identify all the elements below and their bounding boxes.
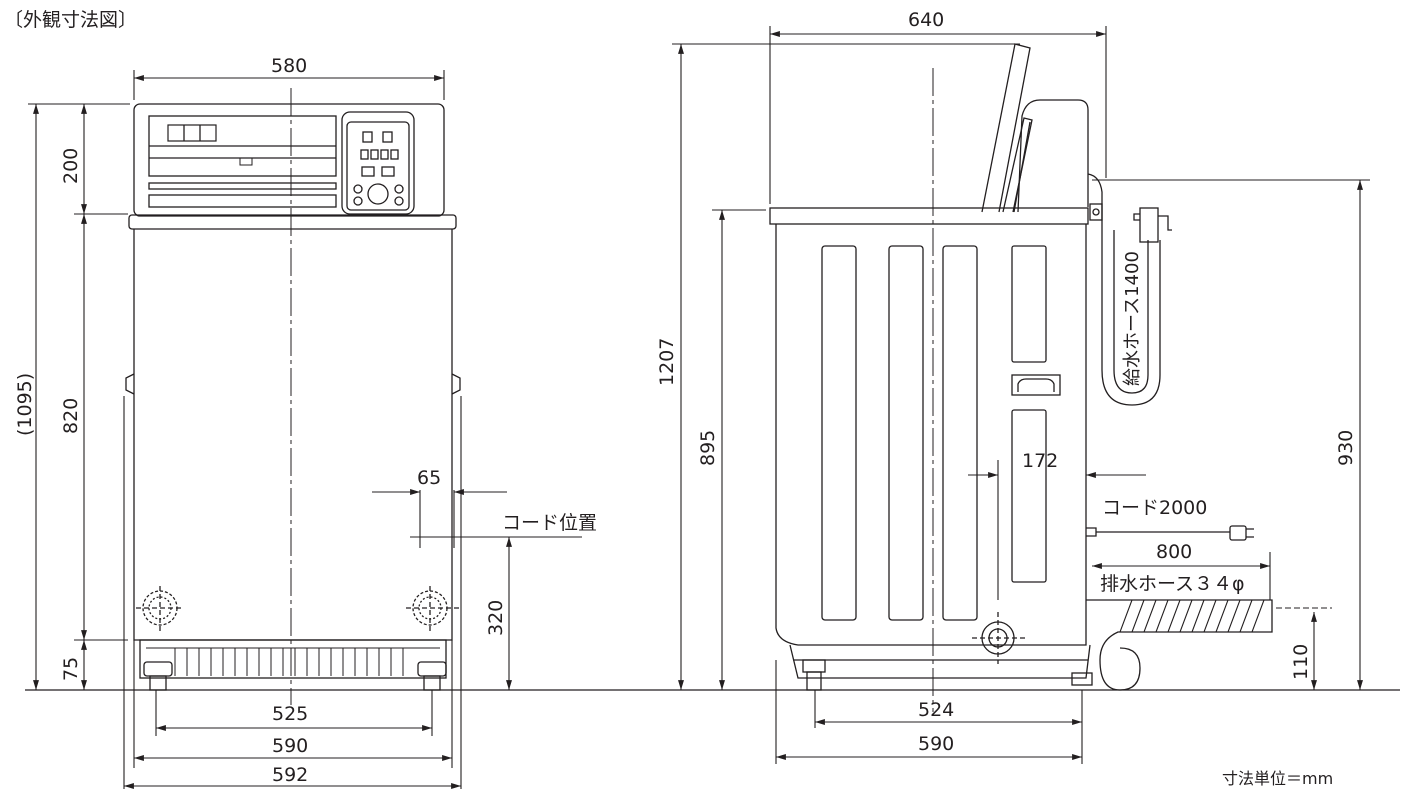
side-view: [769, 43, 1273, 712]
front-panel-height: 200: [60, 148, 82, 184]
front-width-top: 580: [271, 55, 307, 77]
unit-note: 寸法単位＝mm: [1222, 769, 1333, 788]
front-control-panel: [133, 103, 445, 217]
front-cord-position-label: コード位置: [502, 512, 597, 534]
front-max-width: 592: [272, 764, 308, 786]
front-cord-offset: 65: [417, 467, 441, 489]
side-drain-height: 110: [1290, 644, 1312, 680]
side-power-cord: [1086, 527, 1230, 537]
side-top-rim: [769, 207, 1089, 225]
side-drain-label: 排水ホース３４φ: [1100, 573, 1245, 595]
front-foot-span: 525: [272, 703, 308, 725]
side-height-lid-open: 1207: [656, 338, 678, 386]
front-cord-height: 320: [485, 600, 507, 636]
side-drain-length: 800: [1156, 541, 1192, 563]
side-foot-span: 524: [918, 699, 954, 721]
front-button-panel: [341, 111, 415, 215]
front-lid-rim: [128, 214, 457, 230]
side-cord-label: コード2000: [1102, 497, 1207, 519]
front-height-total: (1095): [14, 373, 36, 436]
side-body: [775, 224, 1087, 646]
side-supply-label: 給水ホース1400: [1122, 251, 1143, 386]
side-supply-height: 930: [1335, 430, 1357, 466]
front-base: [139, 639, 447, 679]
front-body: [133, 229, 453, 641]
side-open-lid: [981, 43, 1031, 213]
front-view: [125, 88, 462, 705]
front-base-width: 590: [272, 735, 308, 757]
side-base-width: 590: [918, 733, 954, 755]
side-drain-hose: [1086, 599, 1273, 691]
side-height-body: 895: [697, 430, 719, 466]
side-cord-offset: 172: [1022, 450, 1058, 472]
front-foot-height: 75: [60, 657, 82, 681]
drawing-title: 〔外観寸法図〕: [4, 9, 137, 31]
side-depth-top: 640: [908, 9, 944, 31]
front-body-height: 820: [60, 398, 82, 434]
